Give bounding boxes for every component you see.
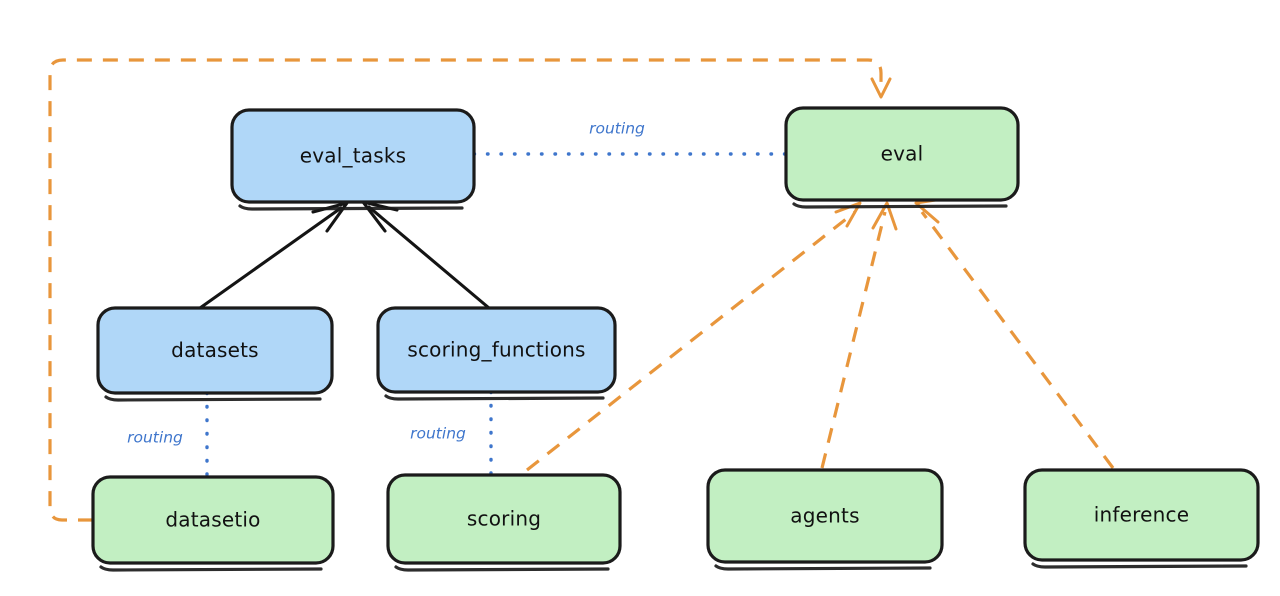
node-datasets-box[interactable] xyxy=(96,306,334,395)
node-scoring_functions-box[interactable] xyxy=(376,306,617,394)
node-inference-label: inference xyxy=(1094,503,1189,527)
node-eval-label: eval xyxy=(881,142,924,166)
node-scoring_functions-label: scoring_functions xyxy=(407,338,585,362)
node-eval-box[interactable] xyxy=(784,106,1020,202)
node-datasets-label: datasets xyxy=(171,338,259,362)
node-datasetio-box[interactable] xyxy=(91,475,335,565)
node-eval_tasks[interactable]: eval_tasks xyxy=(230,108,476,211)
node-inference[interactable]: inference xyxy=(1023,468,1260,569)
node-agents-box[interactable] xyxy=(706,468,944,564)
node-scoring_functions[interactable]: scoring_functions xyxy=(376,306,617,401)
node-scoring-box[interactable] xyxy=(386,473,622,565)
node-eval_tasks-box[interactable] xyxy=(230,108,476,204)
node-scoring-label: scoring xyxy=(467,507,541,531)
edge-agents-to-eval xyxy=(820,201,898,469)
node-datasetio-label: datasetio xyxy=(165,508,260,532)
node-agents-label: agents xyxy=(790,504,859,528)
node-agents[interactable]: agents xyxy=(706,468,944,571)
edge-label-routing-datasetio: routing xyxy=(127,429,183,447)
edge-label-routing-eval: routing xyxy=(589,120,645,138)
node-scoring[interactable]: scoring xyxy=(386,473,622,572)
node-datasets[interactable]: datasets xyxy=(96,306,334,402)
node-eval[interactable]: eval xyxy=(784,106,1020,209)
edge-datasetio-to-eval xyxy=(48,58,892,522)
edge-label-routing-scoring: routing xyxy=(410,425,466,443)
node-eval_tasks-label: eval_tasks xyxy=(300,144,406,168)
edge-scoring-to-eval xyxy=(526,201,862,472)
node-inference-box[interactable] xyxy=(1023,468,1260,562)
node-datasetio[interactable]: datasetio xyxy=(91,475,335,572)
